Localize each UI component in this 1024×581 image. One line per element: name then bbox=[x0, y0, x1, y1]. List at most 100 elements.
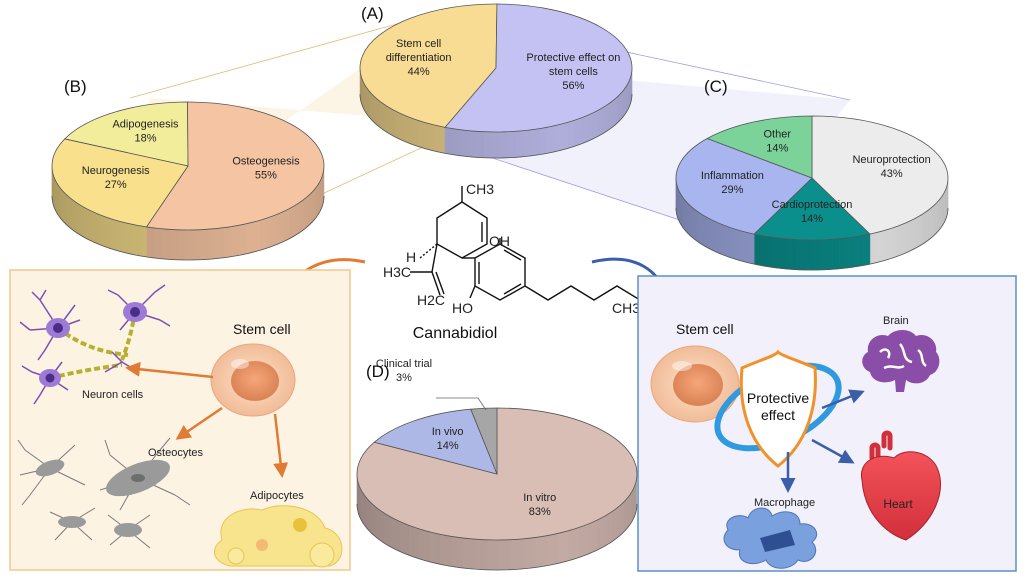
pie-side-a-1-46 bbox=[546, 126, 553, 153]
pie-side-b-2-0 bbox=[143, 226, 147, 257]
pie-side-c-2-18 bbox=[696, 211, 698, 243]
left-stem-cell-label: Stem cell bbox=[233, 321, 291, 337]
neuron-cells-label: Neuron cells bbox=[82, 389, 144, 401]
pie-side-a-0-18 bbox=[367, 88, 369, 117]
pie-side-c-2-14 bbox=[706, 217, 709, 248]
pie-side-b-1-47 bbox=[239, 224, 246, 255]
pie-side-a-1-44 bbox=[561, 122, 568, 150]
pie-side-c-2-4 bbox=[736, 229, 739, 260]
pie-side-c-2-13 bbox=[708, 218, 711, 249]
pie-side-a-1-35 bbox=[612, 98, 616, 127]
pie-side-b-2-1 bbox=[139, 226, 143, 257]
pie-side-a-1-56 bbox=[468, 131, 476, 158]
heart-label: Heart bbox=[883, 497, 913, 511]
pie-side-c-2-10 bbox=[717, 222, 720, 253]
pie-side-c-2-11 bbox=[714, 221, 717, 252]
pie-side-c-2-6 bbox=[729, 227, 732, 258]
pie-side-c-2-16 bbox=[701, 214, 703, 246]
pie-side-a-0-0 bbox=[439, 126, 445, 153]
pie-side-a-1-38 bbox=[598, 107, 603, 136]
pie-side-c-0-43 bbox=[937, 200, 939, 233]
pie-side-d-0-29 bbox=[568, 528, 578, 561]
pie-side-d-0-34 bbox=[511, 539, 523, 570]
pie-side-b-2-4 bbox=[129, 224, 132, 255]
pie-side-c-0-54 bbox=[896, 225, 901, 257]
pie-side-d-0-44 bbox=[400, 521, 409, 555]
pie-side-b-2-10 bbox=[109, 218, 112, 249]
pie-side-b-2-3 bbox=[132, 224, 136, 255]
pie-side-c-0-45 bbox=[931, 205, 934, 237]
pie-side-d-0-46 bbox=[384, 513, 392, 547]
pie-side-b-1-42 bbox=[272, 214, 278, 246]
pie-side-a-0-10 bbox=[390, 108, 394, 136]
pie-side-d-0-31 bbox=[546, 534, 557, 566]
pie-side-d-0-39 bbox=[451, 536, 463, 568]
pie-side-c-2-19 bbox=[694, 209, 696, 241]
pie-side-b-2-15 bbox=[94, 212, 97, 243]
pie-side-b-2-18 bbox=[86, 208, 89, 239]
pie-side-b-1-44 bbox=[259, 218, 266, 250]
pie-side-a-1-37 bbox=[603, 104, 608, 133]
pie-side-a-1-57 bbox=[460, 130, 468, 157]
pie-side-a-1-39 bbox=[593, 110, 598, 139]
pie-side-a-1-49 bbox=[523, 130, 531, 157]
pie-side-d-0-24 bbox=[612, 507, 618, 542]
pie-side-b-2-13 bbox=[100, 215, 103, 246]
pie-side-b-1-32 bbox=[317, 183, 319, 217]
pie-side-a-1-54 bbox=[484, 132, 492, 158]
osteocytes-label: Osteocytes bbox=[148, 447, 204, 459]
pie-side-a-0-11 bbox=[386, 106, 390, 134]
pie-side-d-0-48 bbox=[371, 503, 377, 538]
pie-side-b-1-50 bbox=[216, 228, 224, 259]
pie-side-a-0-12 bbox=[383, 103, 387, 131]
pie-side-a-0-16 bbox=[371, 93, 374, 122]
pie-side-b-2-6 bbox=[122, 222, 125, 253]
pie-side-b-1-54 bbox=[185, 230, 193, 260]
pie-side-d-0-41 bbox=[429, 532, 440, 565]
pie-side-b-1-41 bbox=[278, 211, 284, 244]
pie-side-a-1-36 bbox=[608, 101, 612, 130]
pie-side-c-2-1 bbox=[747, 232, 751, 263]
pie-side-b-1-57 bbox=[162, 229, 170, 260]
pie-side-a-1-33 bbox=[620, 91, 623, 120]
right-stem-cell-label: Stem cell bbox=[676, 321, 734, 337]
pie-side-c-2-17 bbox=[699, 212, 701, 244]
pie-side-b-2-7 bbox=[118, 221, 121, 252]
pie-side-c-0-50 bbox=[914, 217, 918, 249]
protective-effect-text-1: Protective bbox=[747, 390, 809, 406]
pie-side-d-0-45 bbox=[391, 517, 399, 551]
pie-side-d-0-23 bbox=[619, 501, 625, 536]
pie-side-b-1-37 bbox=[299, 200, 303, 233]
pie-side-c-0-51 bbox=[910, 219, 914, 251]
pie-side-b-1-48 bbox=[231, 225, 238, 256]
pie-side-b-2-17 bbox=[89, 210, 92, 241]
pie-side-c-2-0 bbox=[750, 233, 754, 264]
pie-side-a-1-58 bbox=[453, 129, 461, 156]
pie-side-b-1-55 bbox=[177, 230, 185, 260]
cannabidiol-structure bbox=[410, 186, 640, 300]
pie-side-c-0-48 bbox=[921, 213, 925, 245]
pie-side-a-1-45 bbox=[554, 124, 561, 152]
pie-side-b-1-43 bbox=[266, 216, 272, 248]
pie-side-c-2-2 bbox=[743, 231, 747, 262]
pie-side-b-1-34 bbox=[311, 190, 314, 223]
pie-side-b-2-16 bbox=[91, 211, 94, 242]
pie-side-d-0-22 bbox=[624, 496, 629, 531]
pie-side-d-0-33 bbox=[523, 538, 535, 569]
brain-label: Brain bbox=[883, 315, 909, 327]
pie-side-a-0-6 bbox=[408, 117, 413, 145]
molecule-name: Cannabidiol bbox=[413, 325, 498, 342]
pie-side-b-2-21 bbox=[79, 204, 81, 235]
pie-side-c-0-59 bbox=[870, 233, 875, 264]
pie-side-c-2-15 bbox=[703, 215, 706, 246]
pie-side-a-0-7 bbox=[403, 115, 408, 143]
pie-side-a-0-15 bbox=[374, 96, 377, 125]
pie-side-a-0-1 bbox=[434, 125, 440, 152]
pie-side-c-2-12 bbox=[711, 220, 714, 251]
pie-side-a-1-41 bbox=[581, 116, 587, 144]
pie-side-a-0-4 bbox=[418, 120, 423, 148]
pie-side-b-2-11 bbox=[106, 217, 109, 248]
panel-label-a: (A) bbox=[361, 4, 384, 23]
